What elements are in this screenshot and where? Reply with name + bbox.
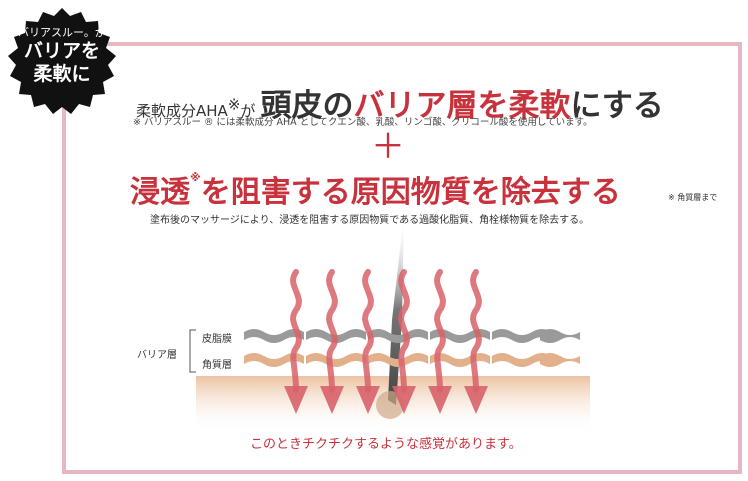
plus-sign: ＋: [371, 127, 405, 167]
headline-1-black-b: にする: [570, 88, 664, 124]
headline-1-mark: ※: [227, 95, 241, 114]
headline-1: 柔軟成分AHA※が 頭皮のバリア層を柔軟にする: [136, 80, 664, 125]
footnote-horny-layer: ※ 角質層まで: [668, 193, 718, 202]
headline-1-prefix-after: が: [240, 102, 256, 120]
horny-layer-label: 角質層: [202, 360, 232, 371]
description-text: 塗布後のマッサージにより、浸透を阻害する原因物質である過酸化脂質、角栓様物質を除…: [150, 215, 590, 226]
headline-2-mark: ※: [190, 171, 201, 184]
sensation-note: このときチクチクするような感覚があります。: [250, 437, 522, 452]
footnote-aha: ※ バリアスルー ® には柔軟成分 AHA としてクエン酸、乳酸、リンゴ酸、グリ…: [133, 117, 593, 128]
badge-line-3: 柔軟に: [33, 63, 91, 85]
headline-1-black-a: 頭皮の: [260, 88, 354, 124]
badge-line-2: バリアを: [23, 40, 100, 62]
hair-root: [376, 391, 404, 419]
headline-2-part-2: を阻害する原因物質を除去する: [200, 175, 621, 210]
barrier-bracket: [189, 329, 196, 373]
headline-2: 浸透※を阻害する原因物質を除去する: [130, 167, 621, 211]
hair-strand: [388, 214, 404, 405]
penetration-arrows: [290, 269, 482, 393]
badge-shape: [8, 8, 116, 114]
feature-badge: バリアスルー。が バリアを 柔軟に: [6, 6, 118, 118]
arrow-heads: [284, 386, 488, 414]
sebum-membrane-label: 皮脂膜: [202, 334, 232, 345]
horny-layer: [244, 353, 580, 367]
headline-2-part-1: 浸透: [130, 175, 190, 210]
badge-line-1: バリアスルー。が: [18, 26, 106, 39]
barrier-layer-label: バリア層: [137, 350, 177, 361]
headline-1-prefix: 柔軟成分AHA: [136, 102, 228, 120]
headline-1-red: バリア層を柔軟: [353, 88, 571, 124]
